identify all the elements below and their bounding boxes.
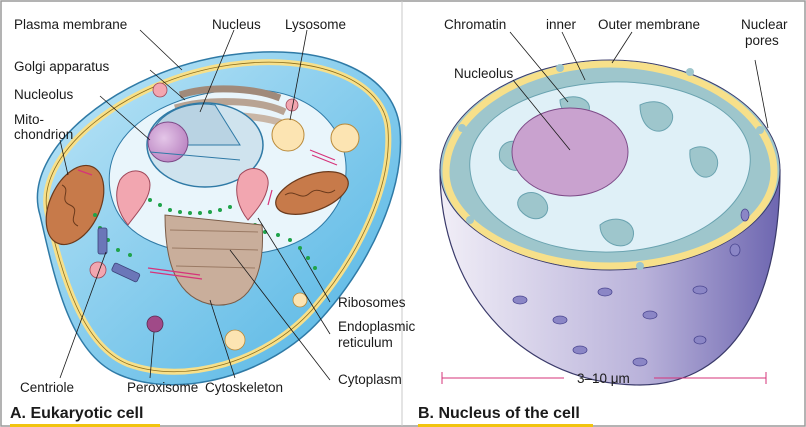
label-cytoplasm: Cytoplasm bbox=[338, 372, 402, 387]
label-inner: inner bbox=[546, 17, 576, 32]
label-mitochondrion-line2: chondrion bbox=[14, 127, 73, 142]
peroxisome bbox=[147, 316, 163, 332]
label-golgi-apparatus: Golgi apparatus bbox=[14, 59, 109, 74]
label-nuclear-pores-line1: Nuclear bbox=[741, 17, 788, 32]
label-er-line2: reticulum bbox=[338, 335, 393, 350]
label-ribosomes: Ribosomes bbox=[338, 295, 406, 310]
label-nucleolus-b: Nucleolus bbox=[454, 66, 513, 81]
centriole bbox=[98, 228, 107, 254]
caption-b: B. Nucleus of the cell bbox=[418, 405, 580, 423]
label-plasma-membrane: Plasma membrane bbox=[14, 17, 127, 32]
lysosome bbox=[272, 119, 304, 151]
nucleus-illustration bbox=[440, 32, 780, 385]
label-centriole: Centriole bbox=[20, 380, 74, 395]
label-lysosome: Lysosome bbox=[285, 17, 346, 32]
label-cytoskeleton: Cytoskeleton bbox=[205, 380, 283, 395]
label-nuclear-pores-line2: pores bbox=[745, 33, 779, 48]
label-scale: 3–10 μm bbox=[577, 371, 630, 386]
label-peroxisome: Peroxisome bbox=[127, 380, 198, 395]
nucleolus bbox=[148, 122, 188, 162]
label-er-line1: Endoplasmic bbox=[338, 319, 415, 334]
label-mitochondrion-line1: Mito- bbox=[14, 112, 44, 127]
label-chromatin: Chromatin bbox=[444, 17, 506, 32]
label-outer-membrane: Outer membrane bbox=[598, 17, 700, 32]
caption-a: A. Eukaryotic cell bbox=[10, 405, 143, 423]
nucleolus-b bbox=[512, 108, 628, 196]
label-nucleus: Nucleus bbox=[212, 17, 261, 32]
label-nucleolus-a: Nucleolus bbox=[14, 87, 73, 102]
